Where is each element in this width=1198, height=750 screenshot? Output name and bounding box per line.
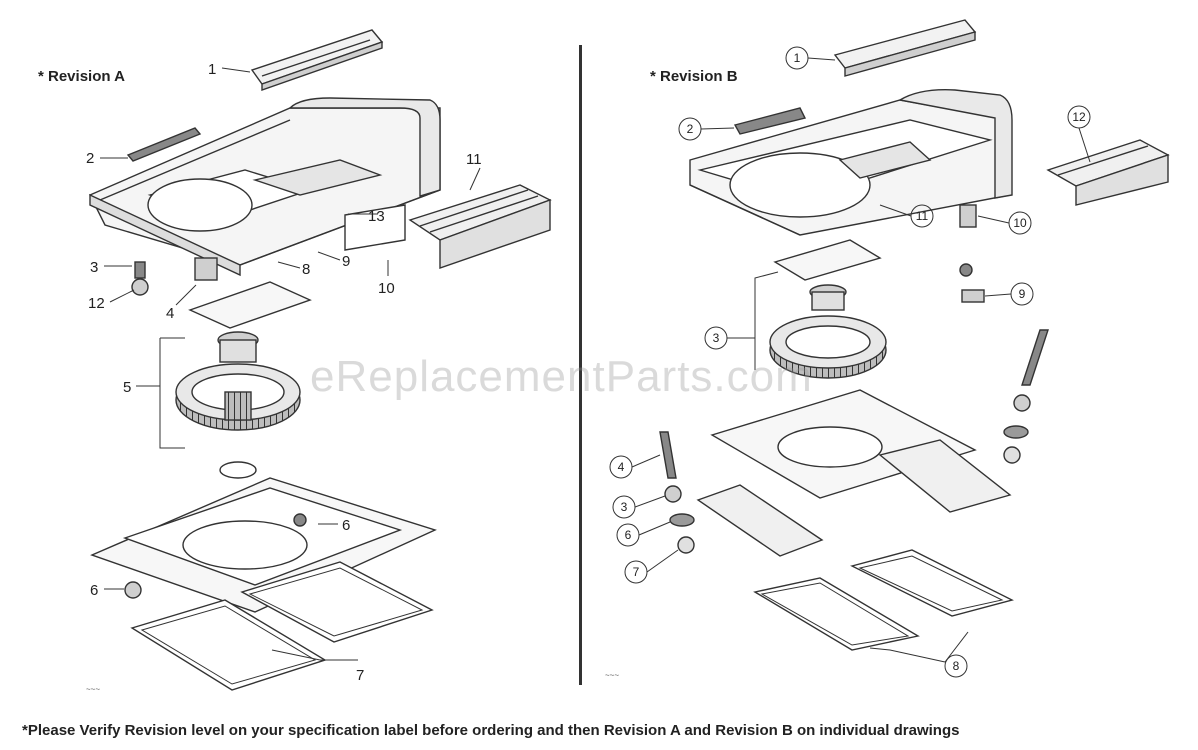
rev-b-part-9-lamp: [961, 289, 985, 303]
revision-a-drawing: 1 2 3 12 4 5 6 6 7 8 9 10 11 13 ~~~: [86, 29, 552, 694]
rev-a-part-3-12-lamp: [131, 261, 149, 296]
rev-a-part-11-duct: [408, 184, 552, 269]
rev-b-hood-body: [689, 89, 1013, 236]
rev-a-label-5: 5: [123, 379, 131, 396]
rev-b-part-2-control: [733, 107, 807, 135]
revision-b-drawing: 1 2 12 11 10 9 3 4 3 6 7 8 ~~~: [605, 19, 1170, 680]
rev-a-ring: [219, 461, 257, 479]
rev-a-drawing-code: ~~~: [86, 685, 100, 694]
rev-a-label-12: 12: [88, 295, 105, 312]
rev-b-side-panel-right: [878, 439, 1012, 513]
rev-b-label-9: 9: [1019, 287, 1026, 301]
rev-a-part-2-control: [126, 127, 202, 162]
rev-b-label-11: 11: [916, 209, 929, 223]
rev-a-label-6a: 6: [342, 517, 350, 534]
rev-a-part-7-filters: [130, 561, 434, 691]
rev-b-part-8-filters: [753, 549, 1014, 651]
watermark-text: eReplacementParts.com: [310, 352, 813, 401]
rev-b-label-3b: 3: [621, 500, 628, 514]
rev-a-label-4: 4: [166, 305, 174, 322]
rev-a-label-8: 8: [302, 261, 310, 278]
rev-a-hood-body: [89, 97, 441, 277]
rev-b-part-1-bracket: [833, 19, 977, 77]
rev-b-label-3a: 3: [713, 331, 720, 345]
rev-b-label-2: 2: [687, 122, 694, 136]
rev-b-right-lamp-parts: [1003, 329, 1049, 464]
rev-b-bottom-pan: [710, 389, 977, 499]
rev-a-label-9: 9: [342, 253, 350, 270]
rev-a-part-5-blower: [175, 331, 301, 431]
revision-b-title: * Revision B: [650, 68, 738, 85]
rev-b-label-8: 8: [953, 659, 960, 673]
rev-a-part-13-panel: [344, 204, 406, 251]
rev-b-left-lamp-parts: [659, 431, 695, 554]
rev-a-label-2: 2: [86, 150, 94, 167]
rev-a-part-8-switch: [194, 257, 218, 281]
rev-b-label-10: 10: [1013, 216, 1027, 230]
rev-a-label-10: 10: [378, 280, 395, 297]
rev-a-label-13: 13: [368, 208, 385, 225]
rev-b-side-panel-left: [696, 484, 824, 557]
rev-a-label-11: 11: [466, 151, 482, 168]
rev-a-label-6b: 6: [90, 582, 98, 599]
rev-b-plate: [773, 239, 882, 281]
rev-a-label-7: 7: [356, 667, 364, 684]
rev-b-label-4: 4: [618, 460, 625, 474]
revision-divider: [579, 45, 582, 685]
revision-a-title: * Revision A: [38, 68, 125, 85]
rev-b-label-6: 6: [625, 528, 632, 542]
rev-b-label-12: 12: [1072, 110, 1086, 124]
rev-b-drawing-code: ~~~: [605, 671, 619, 680]
rev-b-part-3-blower: [769, 284, 887, 379]
rev-b-label-7: 7: [633, 565, 640, 579]
rev-b-label-1: 1: [794, 51, 801, 65]
rev-b-part-12-duct: [1046, 139, 1170, 206]
rev-a-label-1: 1: [208, 61, 216, 78]
rev-b-part-10-switch: [959, 204, 977, 228]
rev-a-bottom-pan: [90, 477, 437, 613]
rev-a-label-3: 3: [90, 259, 98, 276]
rev-a-part-4-plate: [188, 281, 312, 329]
footnote-text: *Please Verify Revision level on your sp…: [22, 722, 960, 739]
rev-a-part-1-bracket: [250, 29, 384, 91]
